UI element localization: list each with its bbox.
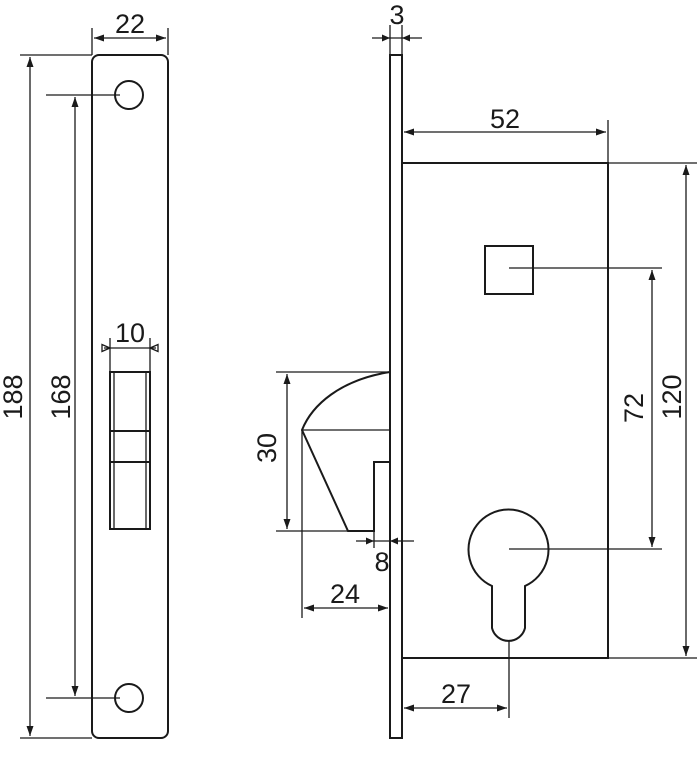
dim-label-188: 188 (0, 374, 28, 419)
latch-opening (109, 371, 151, 530)
spindle-square (484, 245, 534, 295)
dim-label-168: 168 (46, 374, 76, 419)
latch-inner-left (113, 371, 147, 530)
side-view: 3 52 120 72 30 8 24 27 (252, 0, 697, 739)
dim-label-72: 72 (619, 393, 649, 423)
dim-label-27: 27 (441, 679, 471, 709)
faceplate-outline (91, 54, 169, 739)
cylinder-cutout (467, 508, 550, 642)
lock-case (401, 162, 609, 659)
dim-label-24: 24 (330, 579, 360, 609)
dim-label-10: 10 (115, 318, 145, 348)
dim-label-22: 22 (115, 9, 145, 39)
dim-label-52: 52 (490, 104, 520, 134)
front-view: 188 168 22 10 (0, 9, 169, 739)
dim-label-30: 30 (252, 433, 282, 463)
hook-bolt (300, 370, 391, 532)
side-faceplate (389, 54, 403, 739)
dim-label-3: 3 (389, 0, 404, 30)
dim-label-8: 8 (374, 547, 389, 577)
dim-label-120: 120 (657, 374, 687, 419)
